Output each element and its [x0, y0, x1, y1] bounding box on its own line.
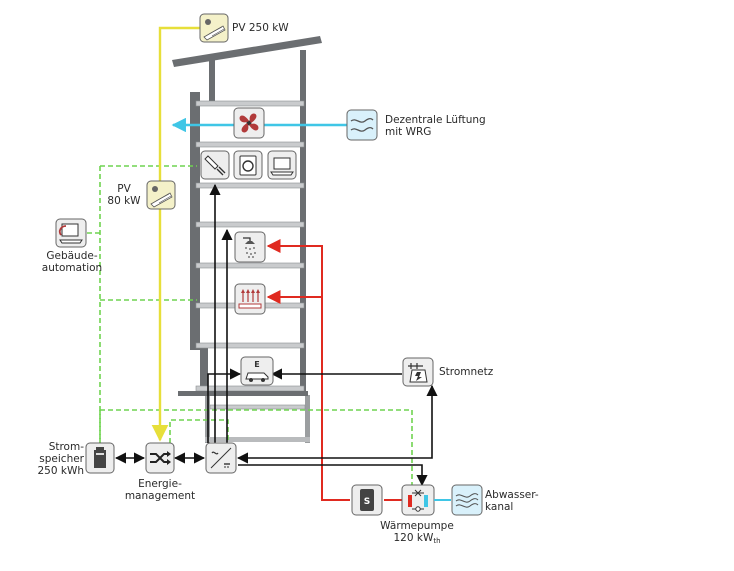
laptop-icon [267, 150, 297, 180]
sewer-line-2: kanal [485, 501, 514, 513]
storage-line-2: speicher [39, 453, 84, 465]
building-automation-label: Gebäude- automation [30, 250, 114, 274]
pv-small-line-1: PV [117, 183, 131, 195]
heat-lines [266, 239, 402, 501]
storage-label: Strom- speicher 250 kWh [20, 441, 85, 477]
floor-heating-icon [234, 283, 266, 315]
building-automation-line-2: automation [41, 262, 103, 274]
shower-icon [234, 231, 266, 263]
energy-management-icon [145, 442, 175, 474]
pv-small-label: PV 80 kW [104, 183, 144, 207]
wastewater-icon [451, 484, 483, 516]
heat-storage-letter: S [364, 497, 370, 507]
energy-management-line-1: Energie- [138, 478, 182, 490]
heat-pump-label: Wärmepumpe 120 kWth [372, 520, 462, 547]
ventilation-wrg-icon [346, 109, 378, 141]
ventilation-label: Dezentrale Lüftung mit WRG [385, 114, 486, 138]
building-automation-line-1: Gebäude- [46, 250, 98, 262]
heat-pump-line-1: Wärmepumpe [380, 520, 454, 532]
pv-small-icon [146, 180, 176, 210]
heat-pump-line-2: 120 kWth [372, 532, 462, 547]
roof [172, 36, 322, 67]
grid-connection-icon [402, 357, 434, 387]
ev-charging-icon: E [240, 356, 274, 386]
battery-icon [85, 442, 115, 474]
storage-line-1: Strom- [48, 441, 84, 453]
heat-storage-icon: S [351, 484, 383, 516]
fan-icon [233, 107, 265, 139]
ventilation-line-2: mit WRG [385, 126, 432, 138]
grid-label: Stromnetz [439, 366, 494, 378]
pv-top-label: PV 250 kW [232, 22, 289, 34]
ev-charging-letter: E [254, 360, 259, 369]
ventilation-line-1: Dezentrale Lüftung [385, 114, 486, 126]
building-automation-icon [55, 218, 87, 248]
energy-management-label: Energie- management [120, 478, 200, 502]
inverter-icon [205, 442, 237, 474]
washing-machine-icon [233, 150, 263, 180]
sewer-label: Abwasser- kanal [485, 489, 539, 513]
energy-management-line-2: management [124, 490, 196, 502]
heat-pump-subscript: th [433, 537, 441, 545]
pv-top-icon [199, 13, 229, 43]
sewer-line-1: Abwasser- [485, 489, 539, 501]
storage-line-3: 250 kWh [37, 465, 85, 477]
pv-small-line-2: 80 kW [107, 195, 141, 207]
light-bulb-icon [200, 150, 230, 180]
heat-pump-power: 120 kW [393, 532, 434, 544]
heat-pump-icon [401, 484, 435, 516]
pv-lines [151, 26, 200, 442]
power-lines [114, 183, 438, 487]
